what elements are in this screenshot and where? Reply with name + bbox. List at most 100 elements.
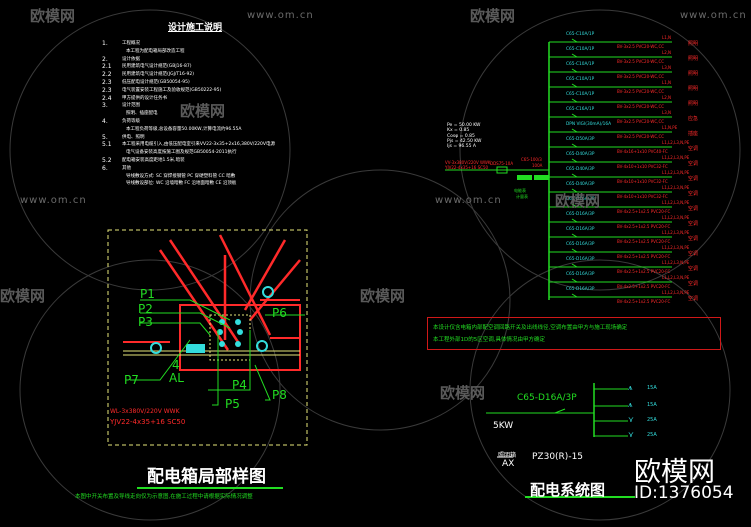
- branch-breaker: C65-D16A/3P: [566, 272, 595, 277]
- breaker-symbol: [571, 203, 578, 208]
- breaker-symbol: [571, 218, 578, 223]
- breaker-symbol: [571, 143, 578, 148]
- outlet-rating: 25A: [647, 417, 657, 423]
- remark-1: 本设计仅含电箱内部配空调回路开关及出线线径,空调布置由甲方与施工现场确定: [433, 325, 628, 331]
- conduit: [243, 239, 287, 311]
- branch-phase: L1,L2,L3,N,PE: [662, 155, 690, 160]
- branch-phase: L1,L2,L3,N,PE: [662, 140, 690, 145]
- branch-breaker: C65-C16A/1P: [566, 107, 595, 112]
- breaker-symbol: [571, 38, 578, 43]
- note-number: 6.: [102, 164, 108, 172]
- outlet-icon: ⋎: [628, 430, 634, 439]
- watermark-brand: 欧模网: [440, 384, 486, 402]
- branch-use: 插座: [688, 131, 699, 137]
- terminal-icon: [235, 341, 241, 347]
- branch-use: 空调: [688, 236, 699, 242]
- busbar-block: [517, 175, 532, 180]
- part-label-p6: P6: [272, 306, 287, 320]
- part-label-p1: P1: [140, 287, 155, 301]
- conduit: [249, 259, 301, 321]
- fixture-icon: [150, 342, 162, 354]
- watermark-brand: 欧模网: [470, 7, 516, 25]
- branch-breaker: C65-D16A/3P: [566, 257, 595, 262]
- branch-breaker: C65-C10A/1P: [566, 92, 595, 97]
- branch-use: 空调: [688, 146, 699, 152]
- meter-note-1: 电能表: [514, 188, 526, 193]
- part-label-p4: P4: [232, 378, 247, 392]
- watermark-logo-brand: 欧模网: [634, 457, 715, 488]
- branch-breaker: C65-D16A/3P: [566, 242, 595, 247]
- note-number: 2.4: [102, 94, 112, 102]
- note-text: 其他: [122, 165, 131, 171]
- part-label-p5: P5: [225, 397, 240, 411]
- note-text: 工程概况: [122, 41, 140, 46]
- meter-symbol: [496, 166, 508, 174]
- note-text: 电气装置安装工程施工及验收规范(GB50222-95): [122, 87, 222, 93]
- watermark-arc: [9, 9, 291, 291]
- branch-phase: L1,L2,L3,N,PE: [662, 245, 690, 250]
- branch-breaker: C65-C10A/1P: [566, 47, 595, 52]
- outlet-rating: 25A: [647, 432, 657, 438]
- branch-phase: L1,L2,L3,N,PE: [662, 290, 690, 295]
- branch-phase: L1,L2,L3,N,PE: [662, 230, 690, 235]
- panel-core: [209, 314, 251, 361]
- branch-phase: L1,N: [662, 80, 672, 85]
- leader-line: [212, 330, 219, 406]
- note-number: 2.2: [102, 71, 112, 79]
- breaker-symbol: [571, 53, 578, 58]
- load-parameter: Ijs = 96.55 A: [447, 144, 476, 150]
- outlet-icon: ⩚: [628, 400, 633, 409]
- note-number: 5.1: [102, 141, 112, 149]
- leader-line: [130, 339, 191, 381]
- cable-line-1: WL-3x380V/220V WWK: [110, 408, 180, 415]
- branch-cable: BV-4x2.5+1x2.5 PVC20-FC: [617, 284, 671, 289]
- watermark-id: ID:1376054: [634, 483, 734, 503]
- box-name: 照明箱: [498, 452, 517, 459]
- notes-title: 设计施工说明: [168, 23, 223, 33]
- panel-code: AL: [169, 371, 184, 385]
- remarks-box: 本设计仅含电箱内部配空调回路开关及出线线径,空调布置由甲方与施工现场确定 本工程…: [427, 317, 721, 350]
- branch-phase: L3,N: [662, 65, 672, 70]
- note-text: 设计范围: [122, 103, 140, 109]
- note-number: 2.3: [102, 86, 112, 94]
- watermark-url: www.om.cn: [247, 10, 314, 21]
- note-number: 3.: [102, 102, 108, 110]
- note-text: 供电、照明: [122, 134, 145, 140]
- branch-use: 空调: [688, 281, 699, 287]
- branch-breaker: C65-C10A/1P: [566, 62, 595, 67]
- note-text: 电气设备安装高度按施工图及规范GB50054-2011执行: [126, 150, 237, 156]
- branch-cable: BV-4x2.5+1x2.5 PVC20-FC: [617, 269, 671, 274]
- breaker-symbol: [571, 188, 578, 193]
- incoming-cable-1: VV-3x380V/220V WWK: [445, 160, 491, 165]
- watermark-brand: 欧模网: [180, 102, 226, 120]
- branch-use: 照明: [688, 71, 699, 77]
- watermark-brand: 欧模网: [30, 7, 76, 25]
- note-number: 2.: [102, 55, 108, 63]
- conduit: [218, 234, 272, 336]
- branch-use: 空调: [688, 251, 699, 257]
- branch-breaker: C65-D40A/3P: [566, 167, 595, 172]
- branch-use: 空调: [688, 176, 699, 182]
- breaker-symbol: [571, 248, 578, 253]
- note-number: 5.: [102, 133, 108, 141]
- branch-phase: L1,L2,L3,N,PE: [662, 215, 690, 220]
- branch-phase: L1,L2,L3,N,PE: [662, 185, 690, 190]
- branch-breaker: C65-C10A/1P: [566, 32, 595, 37]
- branch-cable: BV-4x10+1x10 PVC32-FC: [617, 164, 668, 169]
- main-switch-rating: 100A: [532, 163, 543, 168]
- branch-cable: BV-3x2.5 PVC20-WC,CC: [617, 74, 665, 79]
- branch-use: 空调: [688, 191, 699, 197]
- fixture-icon: [262, 286, 274, 298]
- breaker-symbol: [571, 278, 578, 283]
- system-diagram-title: 配电系统图: [530, 481, 606, 499]
- branch-breaker: C65-C10A/1P: [566, 77, 595, 82]
- watermark-url: www.om.cn: [20, 195, 87, 206]
- load-parameter: Pe = 50.00 KW: [447, 123, 481, 128]
- branch-cable: BV-4x2.5+1x2.5 PVC20-FC: [617, 209, 671, 214]
- part-label-p3: P3: [138, 315, 153, 329]
- branch-cable: BV-3x2.5 PVC20-WC,CC: [617, 119, 665, 124]
- note-text: 民用建筑电气设计规范(JGJ/T16-92): [122, 72, 194, 78]
- incoming-cable-2: YJV22-4x35+16 SC50: [445, 165, 489, 170]
- terminal-icon: [219, 341, 225, 347]
